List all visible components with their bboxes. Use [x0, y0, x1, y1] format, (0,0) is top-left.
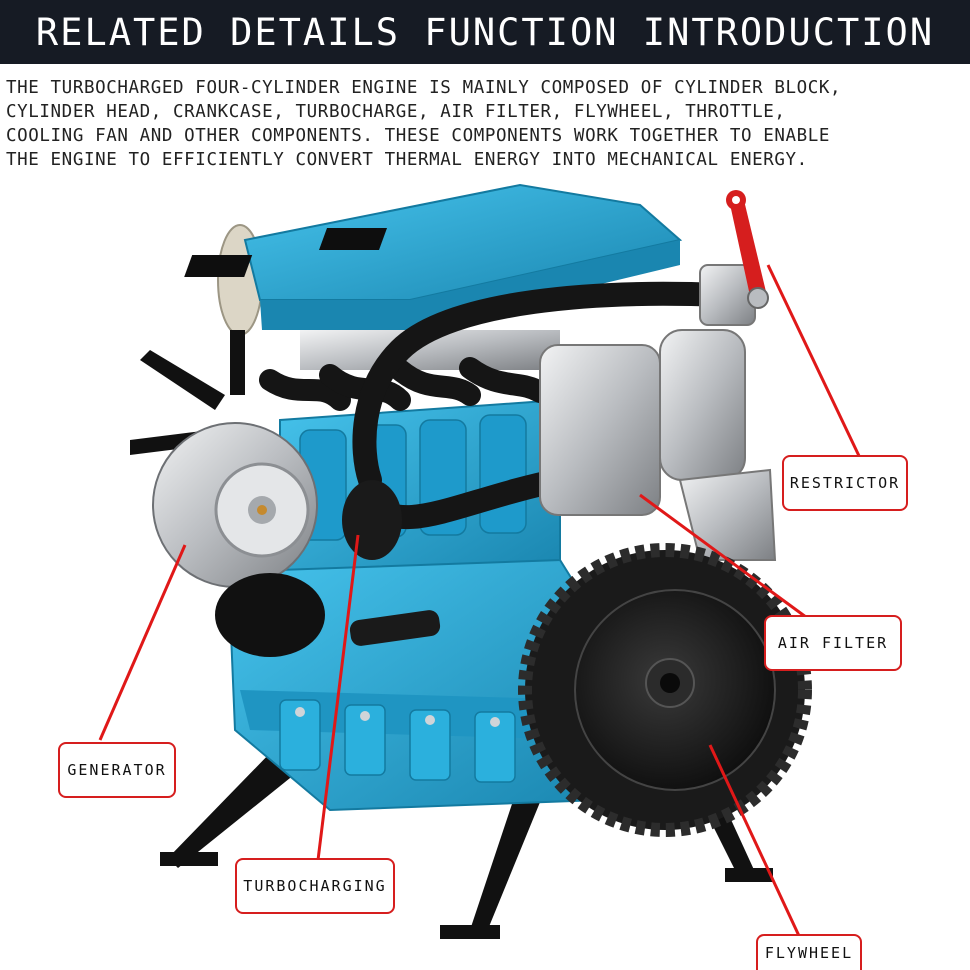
intro-line: CYLINDER HEAD, CRANKCASE, TURBOCHARGE, A…: [6, 102, 786, 122]
intro-line: THE TURBOCHARGED FOUR-CYLINDER ENGINE IS…: [6, 78, 842, 98]
callout-air-filter-label: AIR FILTER: [777, 634, 889, 652]
generator: [152, 422, 325, 657]
cylinder-head: [184, 183, 683, 370]
callout-restrictor: RESTRICTOR: [782, 455, 908, 511]
banner-title: RELATED DETAILS FUNCTION INTRODUCTION: [35, 10, 935, 54]
callout-restrictor-label: RESTRICTOR: [789, 474, 901, 492]
leader-air-filter: [639, 493, 811, 622]
callout-flywheel-label: FLYWHEEL: [764, 944, 854, 962]
air-filter: [539, 264, 777, 561]
callout-generator: GENERATOR: [58, 742, 176, 798]
callout-air-filter: AIR FILTER: [764, 615, 902, 671]
flywheel: [518, 543, 812, 837]
callout-turbocharging-label: TURBOCHARGING: [243, 877, 387, 895]
intro-line: COOLING FAN AND OTHER COMPONENTS. THESE …: [6, 126, 831, 146]
exhaust-manifold: [259, 357, 551, 411]
intro-line: THE ENGINE TO EFFICIENTLY CONVERT THERMA…: [6, 150, 808, 170]
callout-turbocharging: TURBOCHARGING: [235, 858, 395, 914]
leader-turbocharging: [316, 534, 360, 861]
callout-flywheel: FLYWHEEL: [756, 934, 862, 970]
leader-generator: [98, 544, 187, 741]
callout-generator-label: GENERATOR: [67, 761, 167, 779]
title-banner: RELATED DETAILS FUNCTION INTRODUCTION: [0, 0, 970, 64]
intro-paragraph: THE TURBOCHARGED FOUR-CYLINDER ENGINE IS…: [6, 76, 966, 172]
leader-restrictor: [766, 264, 862, 459]
restrictor-lever: [726, 190, 769, 309]
leader-lines: [98, 264, 862, 939]
leader-flywheel: [708, 744, 802, 939]
